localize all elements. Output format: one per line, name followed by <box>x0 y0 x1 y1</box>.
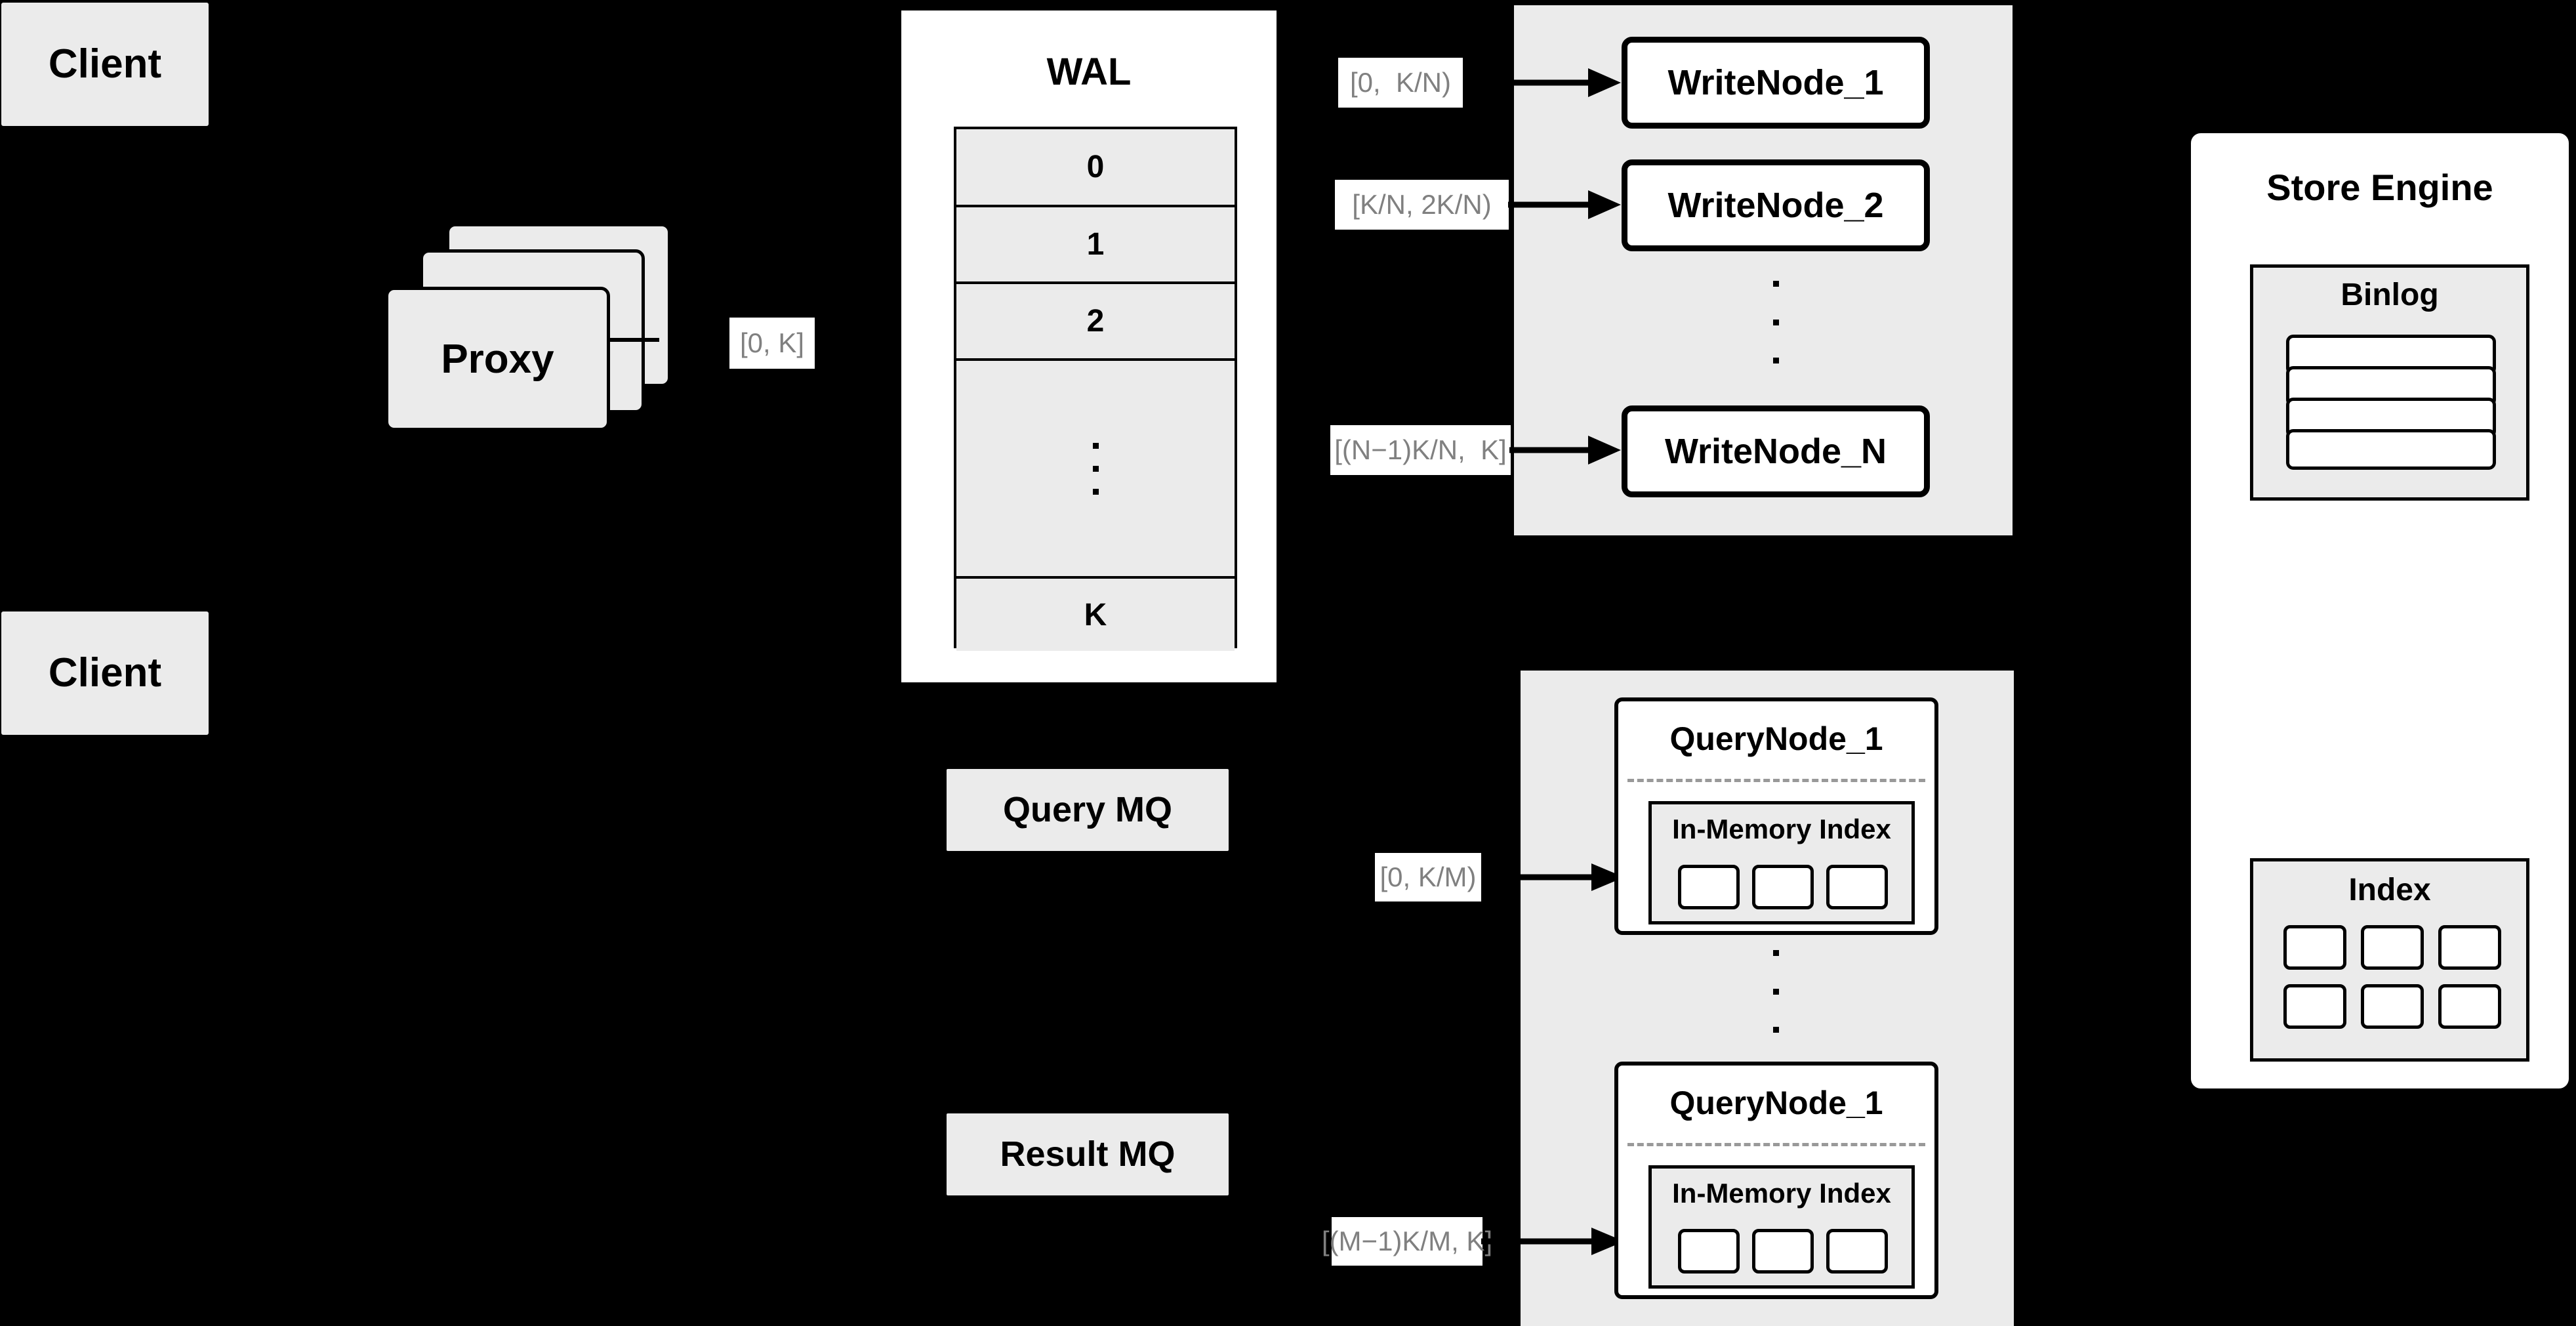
in-memory-index-panel: In-Memory Index <box>1648 1165 1915 1289</box>
range-label-writenode-n: [(N−1)K/N, K] <box>1330 425 1511 475</box>
range-label-writenode-1: [0, K/N) <box>1338 58 1463 108</box>
wal-row[interactable]: 1 <box>956 207 1235 284</box>
wal-title: WAL <box>1046 51 1132 93</box>
wal-row-value: 0 <box>1086 150 1105 184</box>
wal-row[interactable]: 2 <box>956 284 1235 361</box>
arrow-to-querynode-m <box>1481 1228 1624 1255</box>
query-node-label: QueryNode_1 <box>1669 1085 1883 1121</box>
proxy-card-front[interactable]: Proxy <box>385 287 610 431</box>
wal-panel: WAL 0 1 2 K <box>896 5 1282 688</box>
proxy-label: Proxy <box>441 336 554 382</box>
binlog-panel: Binlog <box>2250 264 2529 501</box>
store-index-chip[interactable] <box>2283 925 2346 970</box>
ellipsis-dot-icon <box>1772 988 1779 995</box>
proxy-to-wal-connector <box>607 338 659 342</box>
range-label-querynode-1: [0, K/M) <box>1375 853 1481 901</box>
write-node-label: WriteNode_1 <box>1667 63 1884 102</box>
write-cluster-ellipsis <box>1771 281 1780 363</box>
ellipsis-dot-icon <box>1092 465 1099 472</box>
query-mq-label: Query MQ <box>1002 789 1173 829</box>
query-mq-box[interactable]: Query MQ <box>947 769 1229 851</box>
wal-row-value: 1 <box>1086 227 1105 262</box>
in-memory-index-panel: In-Memory Index <box>1648 801 1915 924</box>
binlog-segment[interactable] <box>2286 429 2496 470</box>
store-index-chip[interactable] <box>2438 925 2501 970</box>
query-node-label: QueryNode_1 <box>1669 720 1883 757</box>
arrow-to-writenode-2 <box>1508 190 1621 219</box>
range-label-writenode-2: [K/N, 2K/N) <box>1335 180 1509 230</box>
ellipsis-dot-icon <box>1772 1027 1779 1033</box>
index-chip[interactable] <box>1752 1229 1814 1274</box>
binlog-title: Binlog <box>2341 278 2439 312</box>
write-node-label: WriteNode_N <box>1664 432 1887 471</box>
store-index-chip[interactable] <box>2283 984 2346 1029</box>
range-label-proxy-out: [0, K] <box>729 318 815 369</box>
range-text: [0, K/M) <box>1380 861 1477 892</box>
arrow-to-querynode-1 <box>1481 863 1624 891</box>
query-node-m[interactable]: QueryNode_1 In-Memory Index <box>1614 1062 1938 1299</box>
query-cluster-ellipsis <box>1771 950 1780 1033</box>
index-chip[interactable] <box>1678 1229 1740 1274</box>
wal-row-value: 2 <box>1086 304 1105 339</box>
range-text: [K/N, 2K/N) <box>1352 189 1492 220</box>
store-index-chip[interactable] <box>2361 925 2424 970</box>
ellipsis-dot-icon <box>1772 358 1779 363</box>
range-text: [0, K] <box>739 327 805 358</box>
range-label-querynode-m: [(M−1)K/M, K] <box>1322 1217 1492 1266</box>
write-node-label: WriteNode_2 <box>1667 186 1884 225</box>
wal-table: 0 1 2 K <box>954 127 1237 651</box>
result-mq-box[interactable]: Result MQ <box>947 1113 1229 1195</box>
store-engine-panel: Store Engine Binlog Index <box>2186 129 2573 1093</box>
index-panel: Index <box>2250 858 2529 1062</box>
ellipsis-dot-icon <box>1772 950 1779 956</box>
index-title: Index <box>2348 873 2431 907</box>
query-node-divider <box>1627 1143 1925 1146</box>
range-text: [(M−1)K/M, K] <box>1321 1226 1493 1256</box>
ellipsis-dot-icon <box>1092 488 1099 495</box>
ellipsis-dot-icon <box>1092 442 1099 449</box>
query-node-1[interactable]: QueryNode_1 In-Memory Index <box>1614 697 1938 935</box>
query-node-divider <box>1627 779 1925 782</box>
ellipsis-dot-icon <box>1772 319 1779 325</box>
wal-row[interactable]: K <box>956 579 1235 651</box>
store-index-chip[interactable] <box>2361 984 2424 1029</box>
ellipsis-dot-icon <box>1772 281 1779 287</box>
result-mq-label: Result MQ <box>1000 1134 1176 1174</box>
index-chip[interactable] <box>1752 865 1814 909</box>
index-chip[interactable] <box>1678 865 1740 909</box>
client-box-1[interactable]: Client <box>1 3 209 126</box>
range-text: [(N−1)K/N, K] <box>1334 434 1507 465</box>
in-memory-index-label: In-Memory Index <box>1672 814 1891 844</box>
store-engine-title: Store Engine <box>2266 167 2493 208</box>
index-chip[interactable] <box>1826 865 1888 909</box>
client-label: Client <box>48 41 162 87</box>
in-memory-index-label: In-Memory Index <box>1672 1178 1891 1209</box>
range-text: [0, K/N) <box>1349 67 1452 98</box>
index-chip[interactable] <box>1826 1229 1888 1274</box>
write-node-2[interactable]: WriteNode_2 <box>1622 159 1930 251</box>
write-node-1[interactable]: WriteNode_1 <box>1622 37 1930 129</box>
wal-row-value: K <box>1084 597 1107 632</box>
store-index-chip[interactable] <box>2438 984 2501 1029</box>
wal-row-ellipsis <box>956 361 1235 579</box>
arrow-to-writenode-1 <box>1463 68 1621 97</box>
arrow-to-writenode-n <box>1509 436 1621 465</box>
wal-row[interactable]: 0 <box>956 129 1235 207</box>
write-node-n[interactable]: WriteNode_N <box>1622 405 1930 497</box>
client-box-2[interactable]: Client <box>1 611 209 735</box>
client-label: Client <box>48 650 162 695</box>
